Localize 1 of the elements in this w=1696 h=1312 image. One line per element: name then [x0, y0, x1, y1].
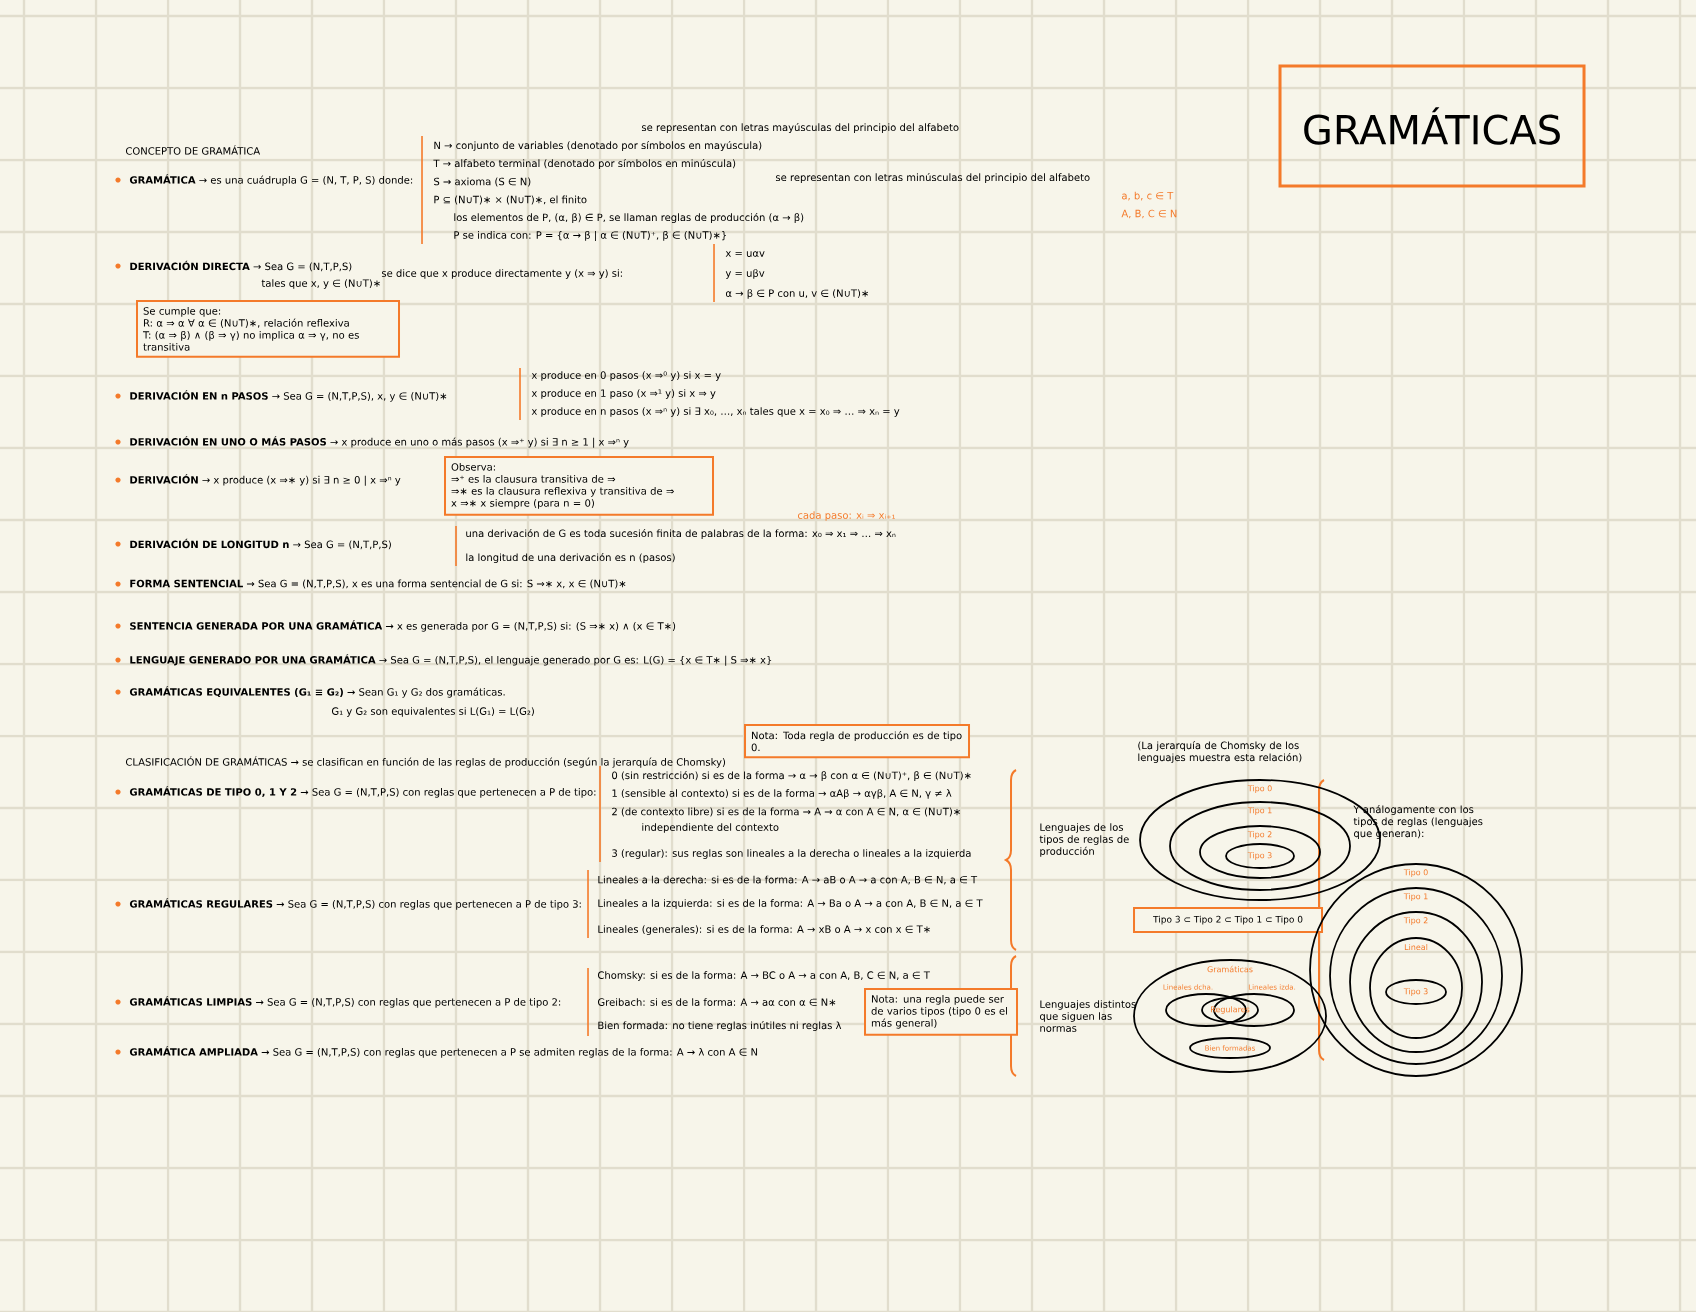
title-box: GRAMÁTICAS — [1278, 64, 1586, 188]
